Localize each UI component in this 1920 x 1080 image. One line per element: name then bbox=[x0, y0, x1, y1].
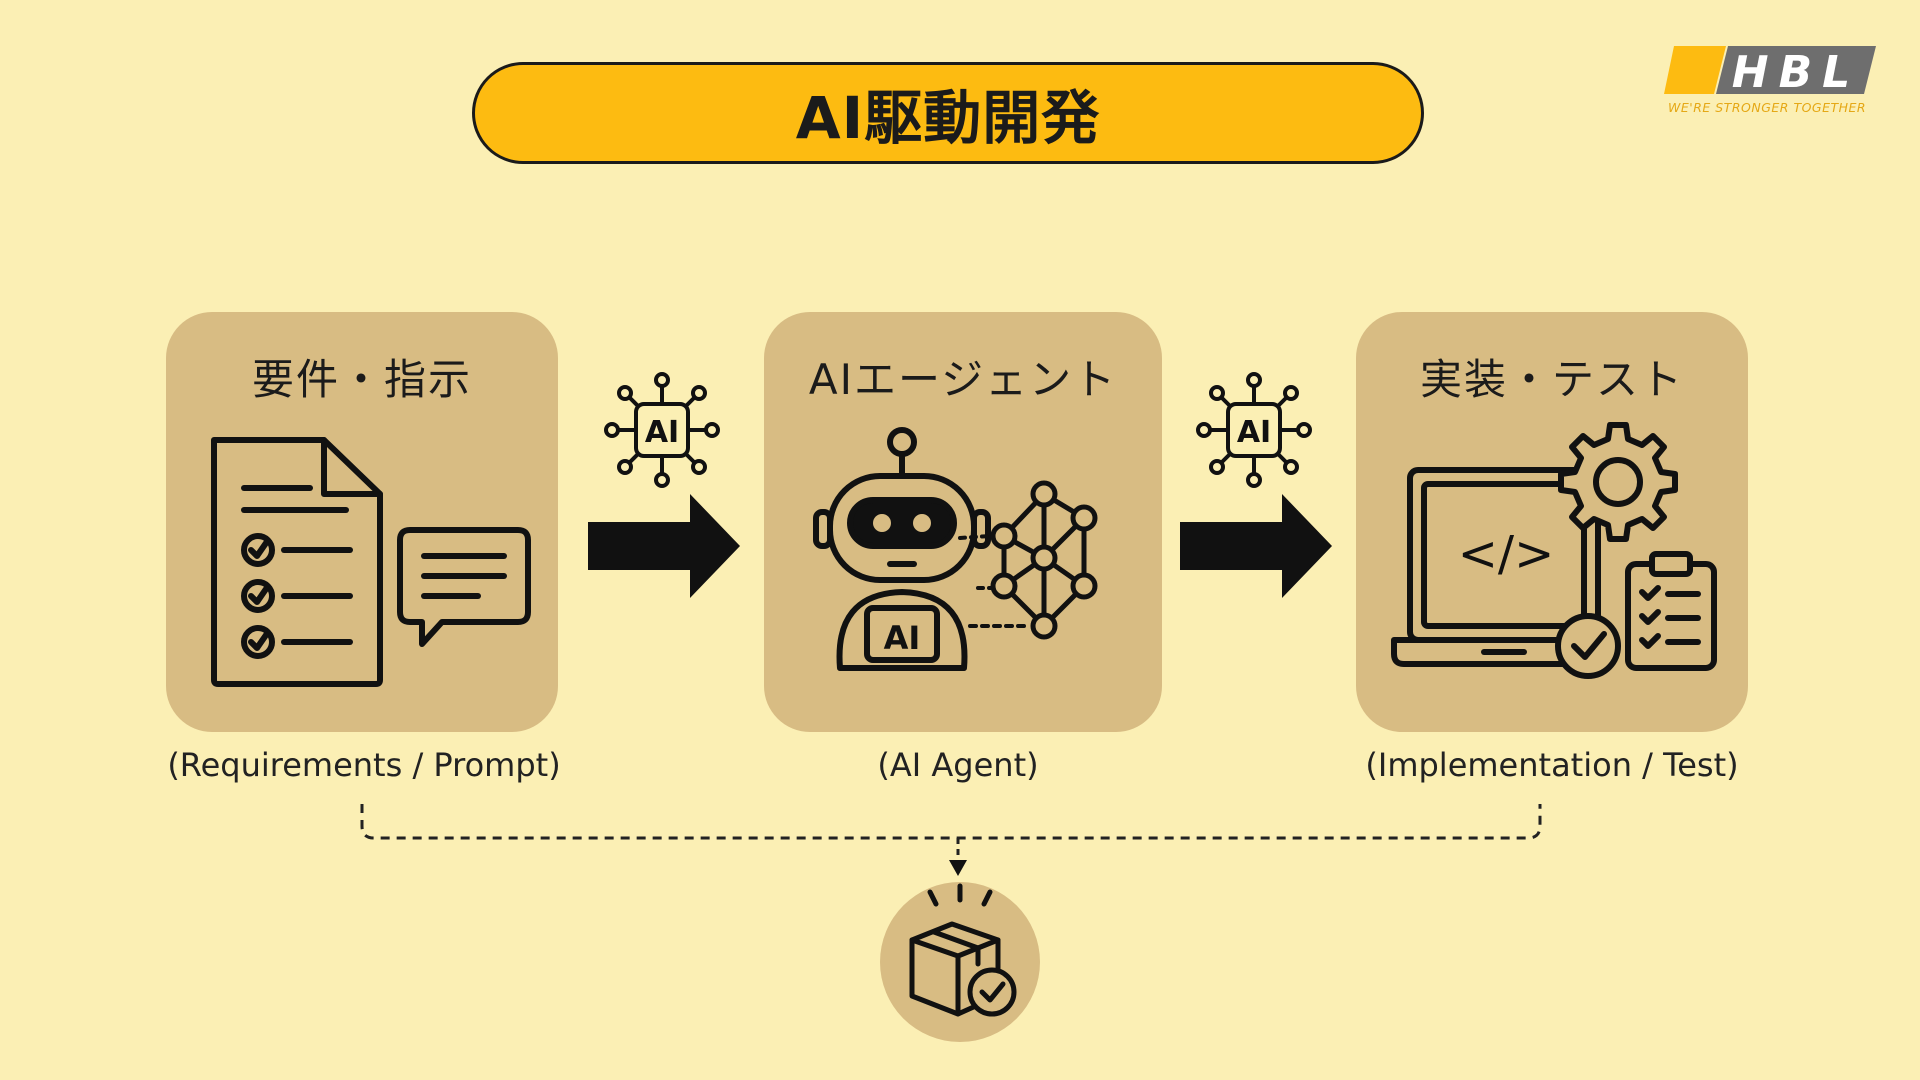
caption-ai-agent: (AI Agent) bbox=[877, 746, 1039, 784]
robot-badge-text: AI bbox=[884, 619, 921, 657]
logo-tagline: WE'RE STRONGER TOGETHER bbox=[1668, 100, 1866, 115]
laptop-code-gear-clipboard-icon: </> bbox=[1391, 422, 1717, 679]
step-title-requirements: 要件・指示 bbox=[251, 355, 472, 404]
step-card-ai-agent: AIエージェント AI bbox=[764, 312, 1162, 732]
code-symbol: </> bbox=[1458, 526, 1555, 582]
step-title-ai-agent: AIエージェント bbox=[808, 355, 1118, 404]
ai-chip-label: AI bbox=[645, 415, 679, 450]
step-card-requirements: 要件・指示 bbox=[166, 312, 558, 732]
dashed-connector bbox=[360, 804, 1542, 840]
caption-implementation: (Implementation / Test) bbox=[1365, 746, 1739, 784]
robot-and-neural-network-icon: AI bbox=[813, 427, 1098, 671]
ai-chip-label: AI bbox=[1237, 415, 1271, 450]
arrow-right-icon bbox=[588, 494, 740, 598]
document-checklist-and-chat-bubble-icon bbox=[211, 437, 531, 687]
ai-chip-icon: AI bbox=[604, 372, 720, 488]
arrow-right-icon bbox=[1180, 494, 1332, 598]
page-title: AI駆動開発 bbox=[795, 84, 1101, 152]
step-title-implementation: 実装・テスト bbox=[1419, 355, 1684, 404]
arrow-down-icon bbox=[949, 860, 967, 876]
step-card-implementation: 実装・テスト </> bbox=[1356, 312, 1748, 732]
title-banner: AI駆動開発 bbox=[472, 62, 1424, 164]
package-check-icon bbox=[909, 883, 1017, 1017]
logo-text: HBL bbox=[1732, 47, 1860, 98]
ai-chip-icon: AI bbox=[1196, 372, 1312, 488]
hbl-logo: HBL WE'RE STRONGER TOGETHER bbox=[1664, 46, 1876, 115]
caption-requirements: (Requirements / Prompt) bbox=[167, 746, 561, 784]
